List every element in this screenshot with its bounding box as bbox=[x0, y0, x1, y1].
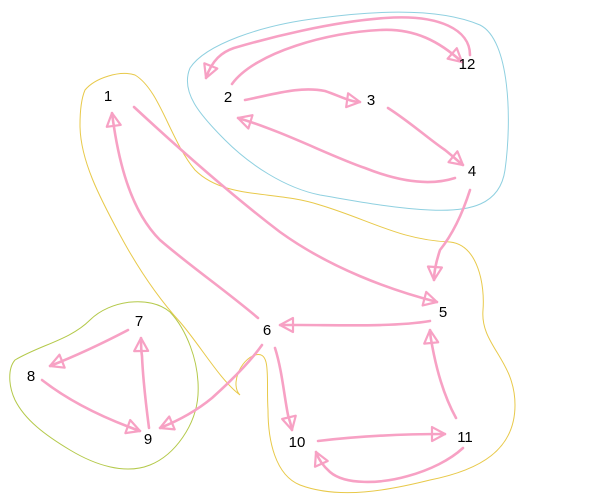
region-green-outline bbox=[9, 301, 199, 470]
edge-2-to-3 bbox=[243, 88, 362, 109]
node-5-label: 5 bbox=[439, 304, 447, 321]
edge-11-to-10 bbox=[313, 446, 465, 484]
node-9-label: 9 bbox=[144, 431, 152, 448]
arrowhead bbox=[203, 62, 219, 80]
edge-line bbox=[132, 105, 439, 304]
edge-line bbox=[48, 328, 130, 368]
edge-4-to-5 bbox=[426, 188, 472, 282]
node-8-label: 8 bbox=[27, 368, 35, 385]
node-2-label: 2 bbox=[224, 89, 232, 106]
arrowhead bbox=[313, 450, 329, 468]
edge-line bbox=[428, 328, 458, 420]
node-1-label: 1 bbox=[104, 88, 112, 105]
edge-3-to-4 bbox=[386, 106, 465, 167]
edge-line bbox=[432, 188, 472, 282]
edge-11-to-5 bbox=[423, 328, 458, 420]
edge-line bbox=[139, 336, 151, 430]
node-11-label: 11 bbox=[457, 429, 473, 446]
arrowhead bbox=[124, 418, 142, 435]
edge-line bbox=[316, 432, 447, 443]
edge-6-to-1 bbox=[105, 111, 260, 320]
arrowhead bbox=[158, 415, 176, 431]
edge-12-to-2 bbox=[203, 16, 472, 80]
edge-10-to-11 bbox=[316, 425, 447, 443]
edge-8-to-9 bbox=[40, 378, 142, 435]
arrowhead bbox=[278, 316, 295, 334]
arrowhead bbox=[48, 353, 66, 369]
region-yellow-outline bbox=[79, 73, 516, 494]
edge-1-to-5 bbox=[132, 105, 439, 307]
edge-line bbox=[314, 446, 465, 484]
arrowhead bbox=[446, 47, 464, 64]
arrowhead bbox=[421, 290, 439, 307]
arrowhead bbox=[133, 336, 150, 353]
edge-6-to-10 bbox=[273, 346, 297, 432]
node-3-label: 3 bbox=[367, 92, 375, 109]
edge-9-to-7 bbox=[133, 336, 151, 430]
arrowhead bbox=[447, 150, 465, 167]
node-6-label: 6 bbox=[263, 322, 271, 339]
edge-line bbox=[243, 88, 362, 104]
node-12-label: 12 bbox=[459, 56, 476, 73]
edge-line bbox=[273, 346, 294, 432]
edge-7-to-8 bbox=[48, 328, 130, 369]
edge-line bbox=[204, 16, 472, 80]
arrowhead bbox=[236, 114, 254, 130]
node-10-label: 10 bbox=[289, 434, 306, 451]
edge-5-to-6 bbox=[278, 316, 432, 334]
arrowhead bbox=[430, 425, 447, 443]
edge-line bbox=[236, 116, 457, 184]
edge-2-to-12 bbox=[230, 28, 464, 86]
edge-line bbox=[110, 111, 260, 320]
edge-line bbox=[386, 106, 465, 167]
arrowhead bbox=[426, 265, 444, 282]
node-7-label: 7 bbox=[135, 313, 143, 330]
arrowhead bbox=[105, 111, 122, 128]
region-blue-outline bbox=[186, 11, 509, 211]
regions-layer bbox=[9, 11, 516, 494]
node-4-label: 4 bbox=[468, 163, 476, 180]
edge-line bbox=[230, 28, 464, 86]
arrowhead bbox=[281, 414, 297, 432]
edges-layer bbox=[40, 16, 472, 484]
arrowhead bbox=[423, 328, 440, 345]
edge-line bbox=[40, 378, 142, 433]
edge-line bbox=[158, 343, 264, 430]
edge-4-to-2 bbox=[236, 114, 457, 184]
edge-6-to-9 bbox=[158, 343, 264, 431]
edge-line bbox=[278, 319, 432, 327]
arrowhead bbox=[345, 92, 362, 109]
